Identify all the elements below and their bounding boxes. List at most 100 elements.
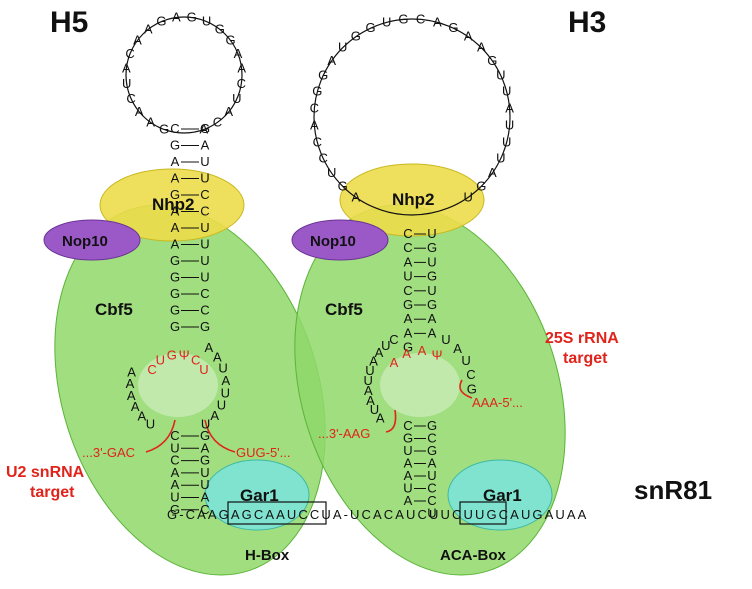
h5-lower-left-nucleotide: A <box>171 465 180 480</box>
h3-lower-right-nucleotide: G <box>427 443 437 458</box>
h5-loop-nucleotide: A <box>200 122 209 137</box>
h5-loop-nucleotide: A <box>122 61 131 76</box>
h3-lower-right-nucleotide: U <box>427 506 436 521</box>
h5-loop-nucleotide: C <box>126 91 135 106</box>
h5-stem-right-nucleotide: U <box>200 237 209 252</box>
h3-loop-nucleotide: U <box>464 189 473 204</box>
rrna-target-strand-right <box>459 379 473 399</box>
h3-pocket-target-nucleotide: A <box>390 355 399 370</box>
h3-pocket-left-nucleotide: C <box>389 332 398 347</box>
nhp2-protein-right <box>339 163 485 237</box>
h5-lower-right-nucleotide: A <box>201 490 210 505</box>
h5-pocket-target-nucleotide: C <box>147 362 156 377</box>
h5-loop-nucleotide: A <box>172 10 181 25</box>
h5-stem-right-nucleotide: U <box>200 171 209 186</box>
h5-loop-nucleotide: A <box>224 104 233 119</box>
h3-loop-nucleotide: A <box>505 100 514 115</box>
h3-pocket-right-nucleotide: G <box>467 382 477 397</box>
h3-loop-nucleotide: U <box>338 40 347 55</box>
h3-stem-right-nucleotide: A <box>428 325 437 340</box>
h3-loop-nucleotide: A <box>310 118 319 133</box>
h3-pocket-target-nucleotide: A <box>402 346 411 361</box>
h3-loop-nucleotide: C <box>416 11 425 26</box>
h3-lower-right-nucleotide: G <box>427 418 437 433</box>
h3-pocket-left-nucleotide: U <box>381 338 390 353</box>
h5-pocket-left-nucleotide: A <box>127 365 136 380</box>
u2-target-strand-right <box>204 419 236 453</box>
h5-pocket-left-nucleotide: A <box>131 399 140 414</box>
h5-stem-left-nucleotide: C <box>170 121 179 136</box>
h5-lower-right-nucleotide: U <box>200 465 209 480</box>
h5-pocket-target-nucleotide: U <box>156 353 165 368</box>
h3-lower-left-nucleotide: C <box>403 418 412 433</box>
h5-apical-loop <box>125 16 243 134</box>
h3-loop-nucleotide: C <box>310 100 319 115</box>
h3-pocket-right-nucleotide: C <box>466 367 475 382</box>
bottom-strand-seq: G-CAAGAGCAAUCCUA-UCACAUCUUCUUGCAUGAUAA <box>167 507 588 522</box>
h5-stem-left-nucleotide: A <box>171 237 180 252</box>
h3-loop-nucleotide: C <box>318 150 327 165</box>
pocket-glow-left <box>138 353 218 417</box>
h3-pocket-right-nucleotide: U <box>441 332 450 347</box>
aca-box-outline <box>459 501 507 525</box>
h5-stem-left-nucleotide: G <box>170 253 180 268</box>
nhp2-label-left: Nhp2 <box>152 195 195 214</box>
h3-lower-right-nucleotide: C <box>427 481 436 496</box>
h3-pocket-left-nucleotide: A <box>375 345 384 360</box>
h3-pocket-left-nucleotide: U <box>370 402 379 417</box>
h5-lower-right-nucleotide: A <box>201 440 210 455</box>
h3-stem-right-nucleotide: G <box>427 269 437 284</box>
h5-lower-right-nucleotide: G <box>200 453 210 468</box>
h3-label: H3 <box>568 6 606 39</box>
h5-stem-left-nucleotide: G <box>170 303 180 318</box>
h5-stem-right-nucleotide: C <box>200 187 209 202</box>
h5-stem-right-nucleotide: G <box>200 319 210 334</box>
nop10-protein-left <box>43 219 141 261</box>
h3-pocket-left-nucleotide: U <box>363 373 372 388</box>
snorna-name-label: snR81 <box>634 475 712 505</box>
u2-target-strand-left <box>145 419 176 453</box>
h5-stem-left-nucleotide: A <box>171 171 180 186</box>
h3-pocket-left-nucleotide: A <box>366 393 375 408</box>
h5-loop-nucleotide: A <box>133 32 142 47</box>
h3-stem-left-nucleotide: C <box>403 283 412 298</box>
h5-pocket-right-nucleotide: A <box>205 340 214 355</box>
h3-stem-left-nucleotide: G <box>403 340 413 355</box>
h5-loop-nucleotide: G <box>215 21 225 36</box>
h3-lower-right-nucleotide: A <box>428 456 437 471</box>
h5-loop-nucleotide: C <box>125 46 134 61</box>
h5-loop-nucleotide: G <box>225 32 235 47</box>
gar1-protein-right <box>447 459 553 531</box>
h5-pocket-target-nucleotide: C <box>191 353 200 368</box>
h3-lower-left-nucleotide: A <box>404 456 413 471</box>
h3-loop-nucleotide: A <box>488 165 497 180</box>
h5-loop-nucleotide: C <box>237 76 246 91</box>
h5-pocket-right-nucleotide: U <box>221 385 230 400</box>
h5-loop-nucleotide: A <box>237 61 246 76</box>
h3-lower-left-nucleotide: U <box>403 481 412 496</box>
h3-loop-nucleotide: C <box>313 134 322 149</box>
rrna-target-label-line1: 25S rRNA <box>545 330 619 347</box>
h5-stem-right-nucleotide: C <box>200 204 209 219</box>
nop10-label-left: Nop10 <box>62 233 108 250</box>
h3-lower-left-nucleotide: U <box>403 443 412 458</box>
h5-pocket-target-nucleotide: Ψ <box>179 348 190 363</box>
h5-label: H5 <box>50 6 88 39</box>
h5-loop-nucleotide: A <box>234 46 243 61</box>
h5-lower-left-nucleotide: U <box>170 440 179 455</box>
h3-lower-right-nucleotide: C <box>427 431 436 446</box>
h3-loop-nucleotide: G <box>366 20 376 35</box>
h3-loop-nucleotide: G <box>351 29 361 44</box>
h3-pocket-target-nucleotide: Ψ <box>432 348 443 363</box>
h5-pocket-right-nucleotide: U <box>217 397 226 412</box>
h3-stem-left-nucleotide: A <box>404 325 413 340</box>
h3-loop-nucleotide: G <box>448 20 458 35</box>
h3-loop-nucleotide: A <box>464 29 473 44</box>
h-box-outline <box>227 501 327 525</box>
h3-pocket-left-nucleotide: U <box>365 363 374 378</box>
h3-stem-right-nucleotide: G <box>427 297 437 312</box>
u2-target-label-line2: target <box>30 484 75 501</box>
h5-stem-left-nucleotide: G <box>170 270 180 285</box>
h-box-label: H-Box <box>245 547 290 564</box>
